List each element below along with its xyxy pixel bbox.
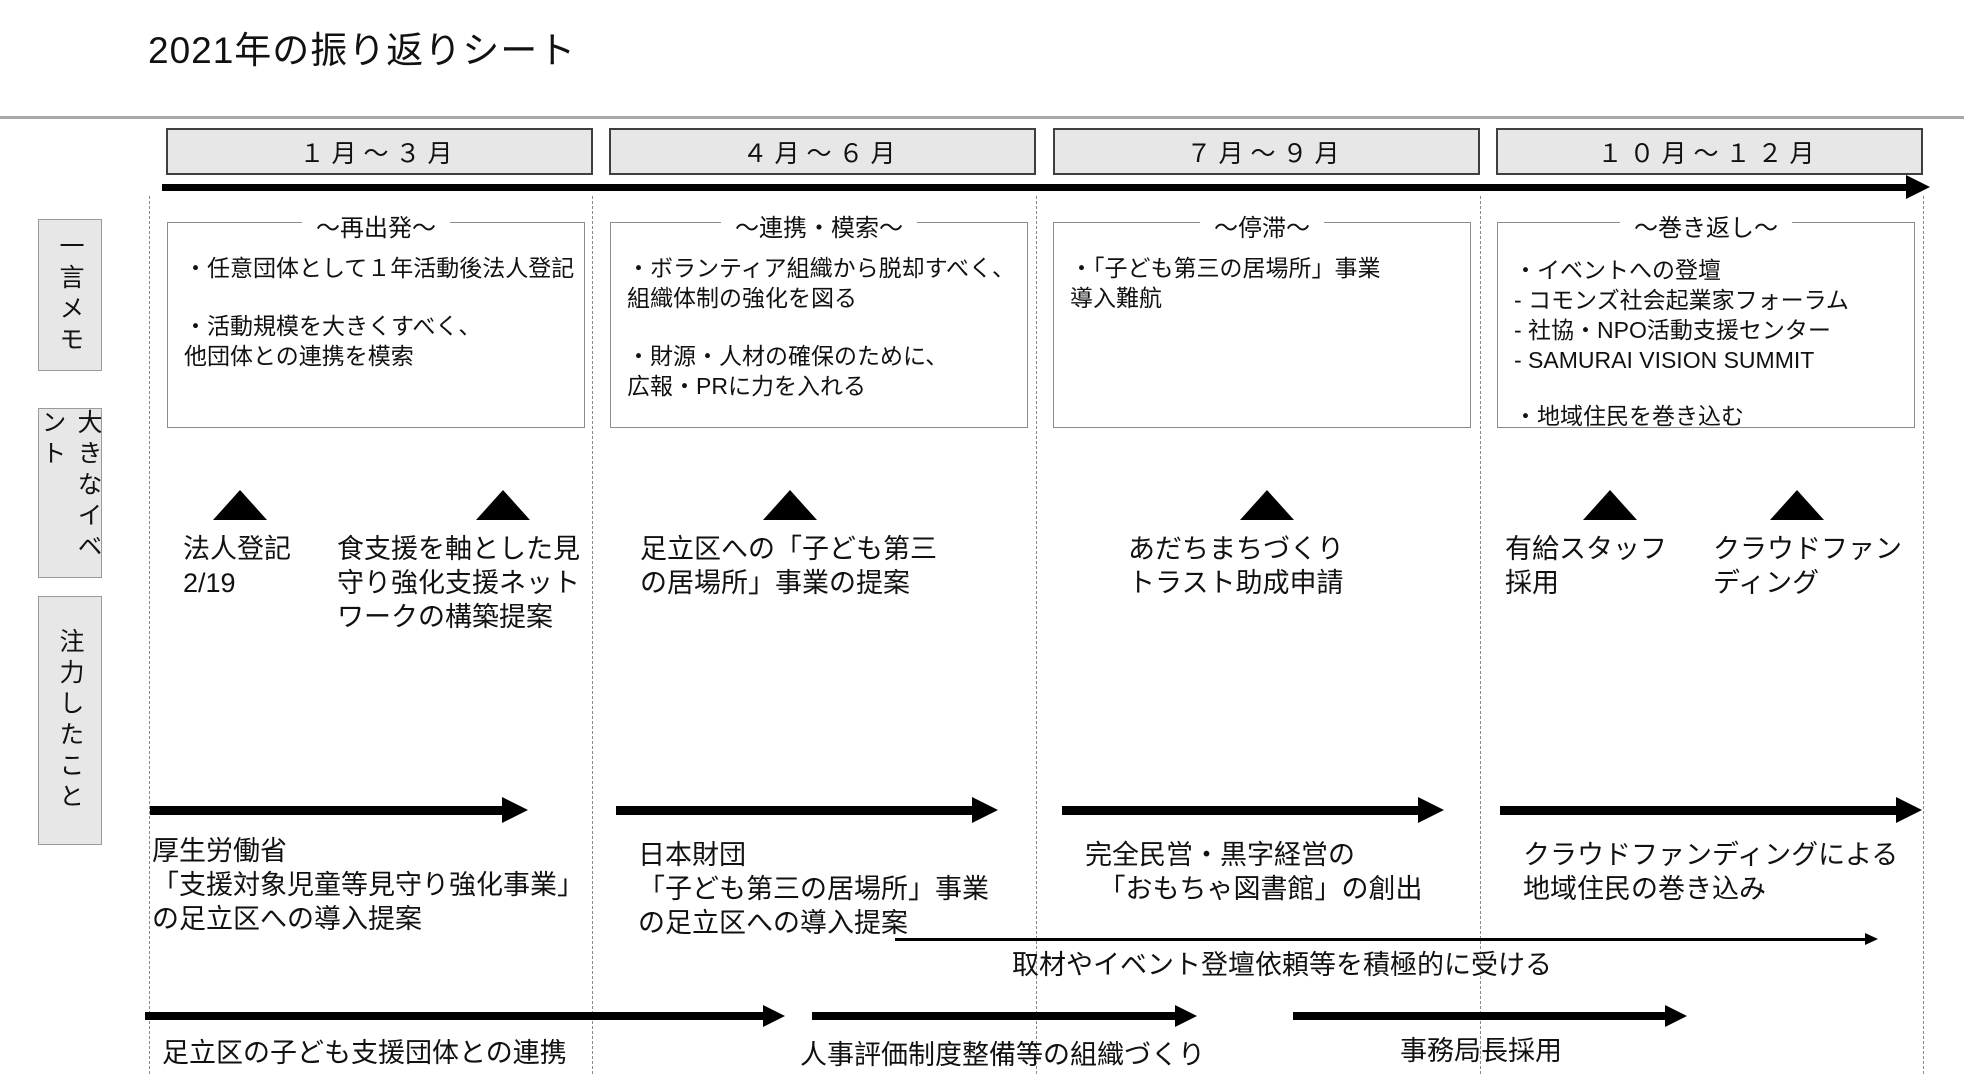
arrowhead-icon (1665, 1005, 1687, 1027)
event-marker-icon (213, 490, 267, 520)
memo-item: ・財源・人材の確保のために、 広報・PRに力を入れる (627, 343, 949, 399)
arrowhead-icon (1896, 797, 1922, 823)
event-marker-icon (1770, 490, 1824, 520)
page-title: 2021年の振り返りシート (148, 30, 577, 71)
memo-title-q4: ～巻き返し～ (1620, 208, 1792, 243)
bottom-arrow-3 (1293, 1005, 1687, 1027)
arrow-shaft (1062, 805, 1418, 815)
media-requests-label: 取材やイベント登壇依頼等を積極的に受ける (1012, 950, 1552, 980)
memo-box-q1: ～再出発～ ・任意団体として１年活動後法人登記 ・活動規模を大きくすべく、 他団… (167, 208, 585, 428)
quarter-header-q4: １０月～１２月 (1496, 128, 1923, 175)
arrow-shaft (616, 805, 972, 815)
event-marker-icon (1583, 490, 1637, 520)
quarter-header-q1: １月～３月 (166, 128, 593, 175)
memo-item: ・ボランティア組織から脱却すべく、 組織体制の強化を図る (627, 255, 1016, 311)
column-divider-5 (1923, 196, 1924, 1074)
focus-label-q2: 日本財団 「子ども第三の居場所」事業 の足立区への導入提案 (638, 840, 989, 938)
memo-item: ・任意団体として１年活動後法人登記 (184, 255, 575, 281)
arrow-shaft (1293, 1012, 1665, 1020)
arrowhead-icon (1865, 933, 1878, 945)
event-marker-icon (1240, 490, 1294, 520)
title-divider (0, 116, 1964, 119)
column-divider-1 (149, 196, 150, 1074)
arrow-shaft (145, 1012, 763, 1020)
media-requests-arrow (895, 933, 1878, 945)
bottom-label-1: 足立区の子ども支援団体との連携 (162, 1038, 567, 1068)
quarter-header-q3: ７月～９月 (1053, 128, 1480, 175)
column-divider-4 (1480, 196, 1481, 1074)
event-marker-icon (763, 490, 817, 520)
arrowhead-icon (972, 797, 998, 823)
column-divider-2 (592, 196, 593, 1074)
memo-box-q4: ～巻き返し～ ・イベントへの登壇 - コモンズ社会起業家フォーラム - 社協・N… (1497, 208, 1915, 429)
focus-label-q1: 厚生労働省 「支援対象児童等見守り強化事業」 の足立区への導入提案 (152, 836, 584, 934)
row-label-events: 大きなイベント (38, 408, 102, 578)
quarter-header-q2: ４月～６月 (609, 128, 1036, 175)
row-label-focus: 注力したこと (38, 596, 102, 845)
arrow-shaft (1500, 805, 1896, 815)
arrowhead-icon (1418, 797, 1444, 823)
focus-label-q3: 完全民営・黒字経営の 「おもちゃ図書館」の創出 (1085, 840, 1423, 904)
memo-title-q3: ～停滞～ (1200, 208, 1324, 243)
focus-arrow-q1 (150, 797, 528, 823)
focus-arrow-q2 (616, 797, 998, 823)
event-label: 足立区への「子ども第三 の居場所」事業の提案 (640, 534, 937, 598)
event-label: クラウドファン ディング (1713, 534, 1902, 598)
arrowhead-icon (1175, 1005, 1197, 1027)
arrow-shaft (812, 1012, 1175, 1020)
memo-item: ・地域住民を巻き込む (1514, 403, 1744, 429)
column-divider-3 (1036, 196, 1037, 1074)
focus-arrow-q4 (1500, 797, 1922, 823)
event-label: 有給スタッフ 採用 (1505, 534, 1667, 598)
timeline-arrow (162, 175, 1930, 199)
bottom-arrow-1 (145, 1005, 785, 1027)
bottom-arrow-2 (812, 1005, 1197, 1027)
arrowhead-icon (502, 797, 528, 823)
event-marker-icon (476, 490, 530, 520)
timeline-arrow-shaft (162, 183, 1906, 191)
memo-title-q1: ～再出発～ (302, 208, 450, 243)
memo-box-q3: ～停滞～ ・「子ども第三の居場所」事業 導入難航 (1053, 208, 1471, 428)
event-label: 食支援を軸とした見 守り強化支援ネット ワークの構築提案 (337, 534, 580, 632)
focus-arrow-q3 (1062, 797, 1444, 823)
arrowhead-icon (763, 1005, 785, 1027)
bottom-label-3: 事務局長採用 (1400, 1036, 1562, 1066)
memo-title-q2: ～連携・模索～ (721, 208, 917, 243)
memo-item: ・イベントへの登壇 - コモンズ社会起業家フォーラム - 社協・NPO活動支援セ… (1514, 257, 1849, 373)
event-label: 法人登記 2/19 (183, 534, 291, 598)
row-label-memo: 一言メモ (38, 219, 102, 371)
arrow-shaft (150, 805, 502, 815)
event-label: あだちまちづくり トラスト助成申請 (1128, 534, 1344, 598)
focus-label-q4: クラウドファンディングによる 地域住民の巻き込み (1523, 840, 1899, 904)
timeline-arrowhead-icon (1906, 175, 1930, 199)
memo-box-q2: ～連携・模索～ ・ボランティア組織から脱却すべく、 組織体制の強化を図る ・財源… (610, 208, 1028, 428)
memo-item: ・「子ども第三の居場所」事業 導入難航 (1070, 255, 1381, 311)
arrow-shaft (895, 937, 1865, 941)
bottom-label-2: 人事評価制度整備等の組織づくり (800, 1040, 1205, 1070)
memo-item: ・活動規模を大きくすべく、 他団体との連携を模索 (184, 313, 482, 369)
